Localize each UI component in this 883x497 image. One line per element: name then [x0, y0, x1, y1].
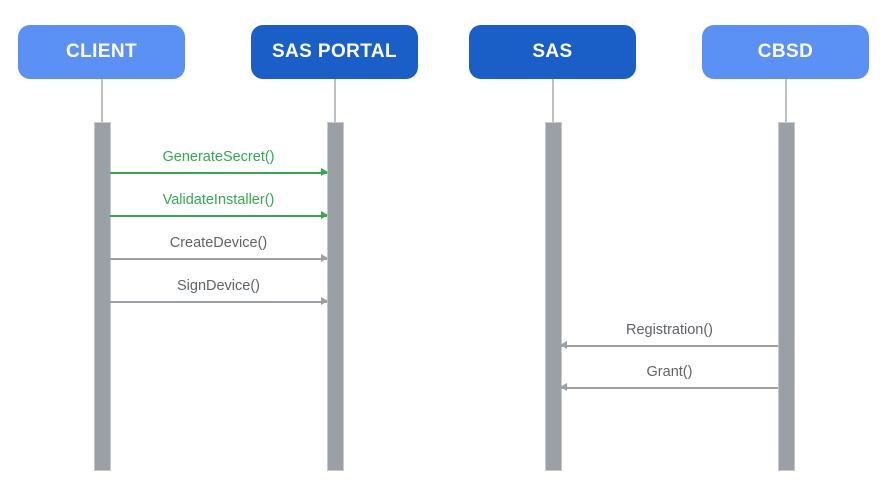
- participant-box-cbsd[interactable]: CBSD: [702, 25, 869, 79]
- message-arrowhead-grant: [560, 382, 567, 391]
- message-line-sign-device: [110, 301, 327, 303]
- participant-label-cbsd: CBSD: [757, 41, 814, 62]
- message-line-generate-secret: [110, 172, 327, 174]
- message-arrowhead-create-device: [321, 253, 328, 262]
- message-label-generate-secret: GenerateSecret(): [162, 149, 275, 165]
- message-label-validate-installer: ValidateInstaller(): [162, 192, 275, 208]
- lifeline-client: [101, 79, 103, 122]
- lifeline-sas: [552, 79, 554, 122]
- activation-bar-client: [94, 122, 111, 471]
- lifeline-sas-portal: [334, 79, 336, 122]
- message-arrowhead-sign-device: [321, 296, 328, 305]
- message-label-create-device: CreateDevice(): [169, 235, 268, 251]
- activation-bar-cbsd: [778, 122, 795, 471]
- message-arrowhead-validate-installer: [321, 210, 328, 219]
- activation-bar-sas: [545, 122, 562, 471]
- activation-bar-sas-portal: [327, 122, 344, 471]
- message-line-create-device: [110, 258, 327, 260]
- participant-box-client[interactable]: CLIENT: [18, 25, 185, 79]
- lifeline-cbsd: [785, 79, 787, 122]
- participant-label-sas: SAS: [532, 41, 573, 62]
- participant-box-sas-portal[interactable]: SAS PORTAL: [251, 25, 418, 79]
- message-arrowhead-generate-secret: [321, 167, 328, 176]
- message-line-grant: [561, 387, 778, 389]
- participant-label-sas-portal: SAS PORTAL: [271, 41, 398, 62]
- participant-box-sas[interactable]: SAS: [469, 25, 636, 79]
- message-label-sign-device: SignDevice(): [177, 278, 260, 294]
- message-label-grant: Grant(): [646, 364, 693, 380]
- message-label-registration: Registration(): [625, 322, 714, 338]
- message-line-validate-installer: [110, 215, 327, 217]
- message-arrowhead-registration: [560, 340, 567, 349]
- participant-label-client: CLIENT: [65, 41, 137, 62]
- message-line-registration: [561, 345, 778, 347]
